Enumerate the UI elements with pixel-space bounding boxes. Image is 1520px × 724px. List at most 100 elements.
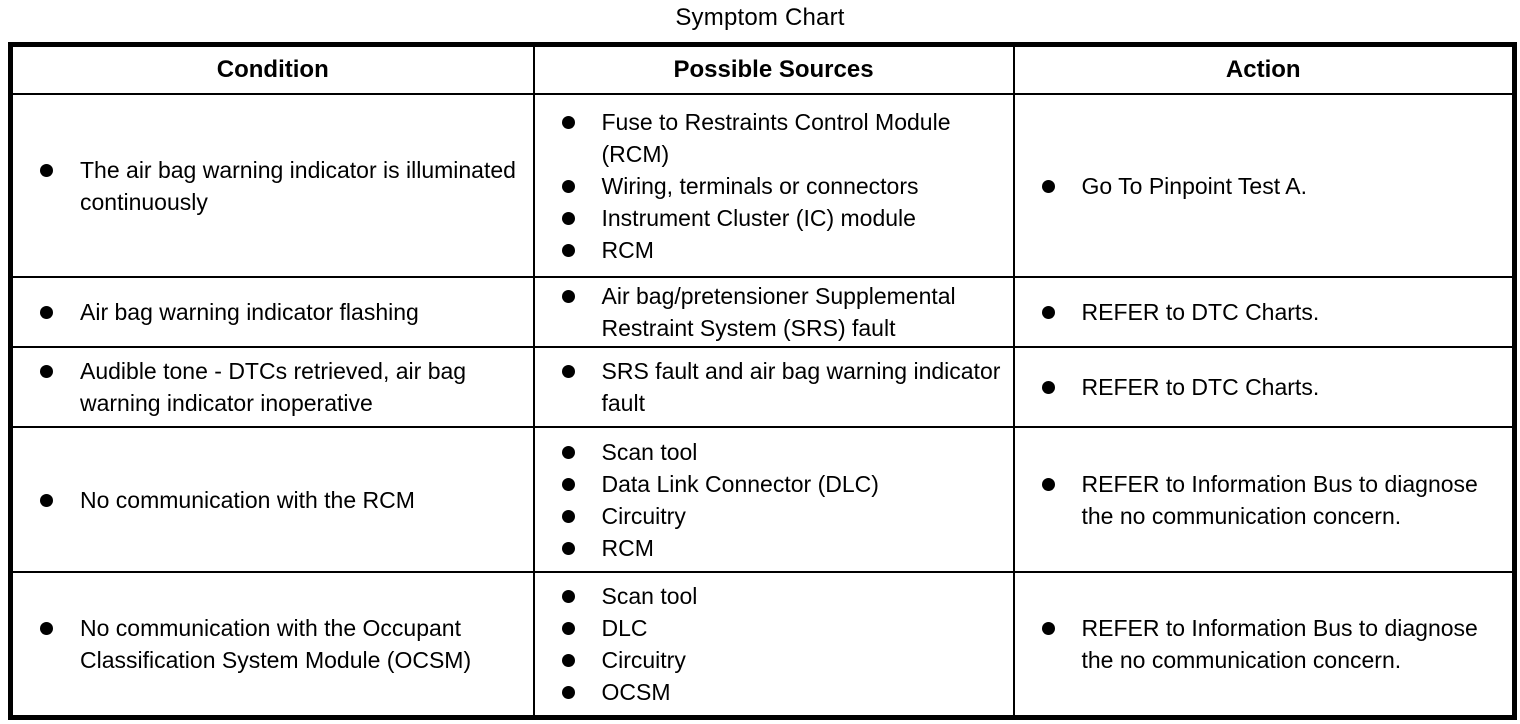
bullet-icon	[1041, 477, 1055, 491]
list-item-text: Circuitry	[601, 646, 686, 673]
cell-condition: No communication with the Occupant Class…	[9, 571, 535, 718]
bullet-icon	[40, 163, 53, 177]
list-item: Air bag warning indicator flashing	[40, 296, 533, 328]
list-item-text: Go To Pinpoint Test A.	[1081, 172, 1307, 199]
table-row: No communication with the RCM Scan tool …	[9, 426, 1516, 573]
bullet-list: Fuse to Restraints Control Module (RCM) …	[535, 106, 1013, 266]
list-item: No communication with the RCM	[40, 484, 533, 516]
list-item: Circuitry	[561, 644, 1013, 676]
bullet-icon	[1041, 621, 1055, 635]
page-title: Symptom Chart	[675, 4, 845, 31]
list-item: Air bag/pretensioner Supplemental Restra…	[561, 280, 1013, 344]
column-header-possible-sources: Possible Sources	[532, 43, 1015, 95]
bullet-icon	[40, 306, 53, 319]
list-item-text: Air bag warning indicator flashing	[80, 299, 419, 325]
list-item-text: OCSM	[601, 678, 671, 705]
bullet-list: SRS fault and air bag warning indicator …	[535, 355, 1013, 419]
list-item-text: No communication with the RCM	[80, 486, 415, 513]
bullet-icon	[561, 290, 575, 303]
bullet-icon	[561, 365, 575, 378]
list-item: Fuse to Restraints Control Module (RCM)	[561, 106, 1013, 170]
bullet-icon	[561, 653, 575, 667]
list-item-text: RCM	[601, 534, 654, 561]
bullet-list: Scan tool DLC Circuitry OCSM	[535, 580, 1013, 708]
list-item-text: REFER to DTC Charts.	[1081, 374, 1320, 400]
list-item: DLC	[561, 612, 1013, 644]
bullet-list: Audible tone - DTCs retrieved, air bag w…	[13, 355, 533, 419]
bullet-list: Air bag/pretensioner Supplemental Restra…	[535, 280, 1013, 344]
cell-condition: Air bag warning indicator flashing	[9, 276, 535, 348]
list-item: REFER to Information Bus to diagnose the…	[1041, 612, 1513, 676]
list-item: Scan tool	[561, 580, 1013, 612]
list-item: Instrument Cluster (IC) module	[561, 202, 1013, 234]
cell-possible-sources: Air bag/pretensioner Supplemental Restra…	[532, 276, 1015, 348]
cell-action: REFER to DTC Charts.	[1012, 346, 1516, 428]
list-item-text: Data Link Connector (DLC)	[601, 470, 879, 497]
bullet-list: REFER to Information Bus to diagnose the…	[1015, 612, 1513, 676]
cell-possible-sources: Scan tool Data Link Connector (DLC) Circ…	[532, 426, 1015, 573]
bullet-icon	[561, 445, 575, 459]
cell-possible-sources: SRS fault and air bag warning indicator …	[532, 346, 1015, 428]
list-item: Data Link Connector (DLC)	[561, 468, 1013, 500]
bullet-icon	[561, 179, 575, 193]
list-item-text: Fuse to Restraints Control Module (RCM)	[601, 108, 951, 167]
list-item-text: Wiring, terminals or connectors	[601, 172, 919, 199]
list-item-text: REFER to DTC Charts.	[1081, 299, 1320, 325]
bullet-icon	[561, 685, 575, 699]
cell-action: REFER to DTC Charts.	[1012, 276, 1516, 348]
list-item: SRS fault and air bag warning indicator …	[561, 355, 1013, 419]
bullet-icon	[561, 621, 575, 635]
list-item-text: Scan tool	[601, 582, 698, 609]
cell-possible-sources: Scan tool DLC Circuitry OCSM	[532, 571, 1015, 718]
list-item-text: No communication with the Occupant Class…	[80, 614, 472, 673]
bullet-list: Scan tool Data Link Connector (DLC) Circ…	[535, 436, 1013, 564]
list-item-text: Air bag/pretensioner Supplemental Restra…	[601, 283, 956, 341]
bullet-icon	[1041, 306, 1055, 319]
list-item: Audible tone - DTCs retrieved, air bag w…	[40, 355, 533, 419]
list-item: Wiring, terminals or connectors	[561, 170, 1013, 202]
list-item-text: DLC	[601, 614, 648, 641]
bullet-icon	[40, 621, 53, 635]
bullet-icon	[561, 115, 575, 129]
bullet-list: The air bag warning indicator is illumin…	[13, 154, 533, 218]
list-item: Scan tool	[561, 436, 1013, 468]
list-item: RCM	[561, 532, 1013, 564]
list-item: Circuitry	[561, 500, 1013, 532]
list-item: OCSM	[561, 676, 1013, 708]
cell-condition: Audible tone - DTCs retrieved, air bag w…	[9, 346, 535, 428]
bullet-list: Air bag warning indicator flashing	[13, 296, 533, 328]
bullet-list: REFER to DTC Charts.	[1015, 371, 1513, 403]
bullet-list: REFER to Information Bus to diagnose the…	[1015, 468, 1513, 532]
list-item-text: RCM	[601, 236, 654, 263]
list-item-text: SRS fault and air bag warning indicator …	[601, 358, 1001, 416]
bullet-icon	[561, 211, 575, 225]
list-item: REFER to DTC Charts.	[1041, 296, 1513, 328]
symptom-chart-table: Condition Possible Sources Action The ai…	[8, 42, 1517, 720]
bullet-list: Go To Pinpoint Test A.	[1015, 170, 1513, 202]
list-item-text: REFER to Information Bus to diagnose the…	[1081, 470, 1478, 529]
bullet-list: No communication with the RCM	[13, 484, 533, 516]
column-header-action: Action	[1012, 43, 1516, 95]
list-item-text: Circuitry	[601, 502, 686, 529]
bullet-list: REFER to DTC Charts.	[1015, 296, 1513, 328]
bullet-list: No communication with the Occupant Class…	[13, 612, 533, 676]
cell-action: Go To Pinpoint Test A.	[1012, 93, 1516, 278]
list-item-text: REFER to Information Bus to diagnose the…	[1081, 614, 1478, 673]
list-item: The air bag warning indicator is illumin…	[40, 154, 533, 218]
bullet-icon	[561, 243, 575, 257]
list-item: REFER to DTC Charts.	[1041, 371, 1513, 403]
bullet-icon	[1041, 179, 1055, 193]
bullet-icon	[561, 589, 575, 603]
bullet-icon	[1041, 381, 1055, 394]
cell-action: REFER to Information Bus to diagnose the…	[1012, 426, 1516, 573]
bullet-icon	[561, 509, 575, 523]
cell-condition: The air bag warning indicator is illumin…	[9, 93, 535, 278]
bullet-icon	[40, 493, 53, 507]
cell-possible-sources: Fuse to Restraints Control Module (RCM) …	[532, 93, 1015, 278]
list-item-text: Instrument Cluster (IC) module	[601, 204, 916, 231]
table-row: The air bag warning indicator is illumin…	[9, 93, 1516, 278]
list-item-text: Scan tool	[601, 438, 698, 465]
column-header-condition: Condition	[9, 43, 535, 95]
bullet-icon	[561, 541, 575, 555]
